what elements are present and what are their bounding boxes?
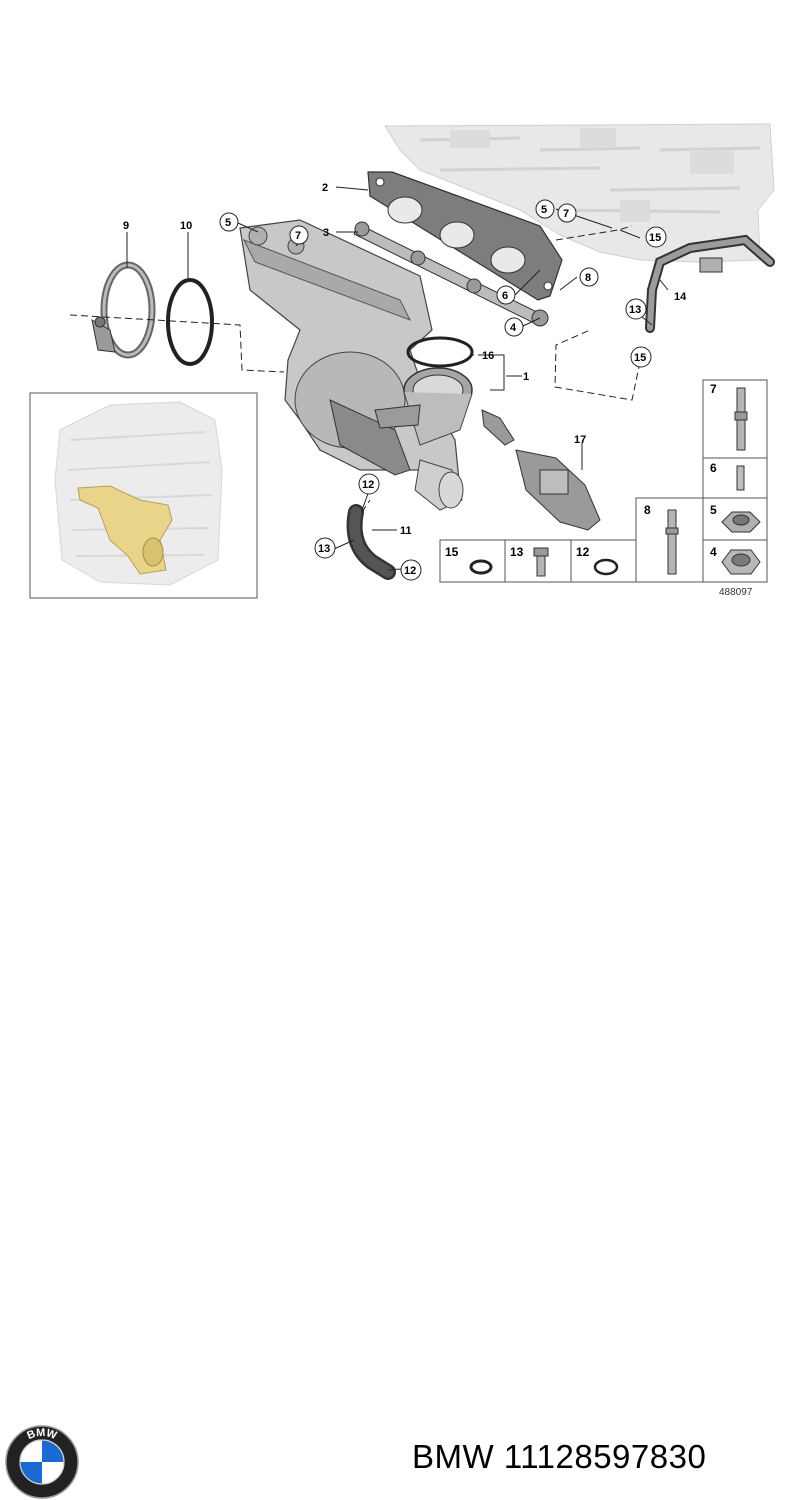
brand-name: BMW bbox=[412, 1438, 495, 1475]
callout-2: 2 bbox=[322, 182, 328, 194]
callout-7-left: 7 bbox=[295, 230, 301, 242]
legend-label-5: 5 bbox=[710, 503, 717, 517]
legend-part-7-stud bbox=[734, 387, 748, 451]
exhaust-gasket bbox=[367, 171, 563, 301]
legend-part-8-stud bbox=[665, 509, 679, 575]
legend-label-12: 12 bbox=[576, 545, 590, 559]
legend-label-7: 7 bbox=[710, 382, 717, 396]
parts-diagram: 2 3 9 10 16 1 14 17 11 5 7 5 7 8 6 4 15 … bbox=[29, 123, 775, 599]
callout-15-bottom: 15 bbox=[634, 352, 646, 364]
callout-8: 8 bbox=[585, 272, 591, 284]
callout-7-right: 7 bbox=[563, 208, 569, 220]
turbocharger-manifold bbox=[239, 219, 473, 511]
legend-label-8: 8 bbox=[644, 503, 651, 517]
v-band-clamp bbox=[91, 261, 156, 359]
callout-13-right: 13 bbox=[629, 304, 641, 316]
callout-5-left: 5 bbox=[225, 217, 231, 229]
legend-part-4-nut bbox=[721, 549, 761, 575]
diagram-reference-number: 488097 bbox=[719, 587, 753, 598]
legend-part-15-seal bbox=[469, 559, 493, 575]
legend-part-6-pin bbox=[736, 465, 745, 491]
legend-label-4: 4 bbox=[710, 545, 717, 559]
legend-label-13: 13 bbox=[510, 545, 524, 559]
callout-14: 14 bbox=[674, 291, 687, 303]
oil-pipe bbox=[645, 234, 775, 333]
callout-17: 17 bbox=[574, 434, 586, 446]
engine-block-ghost bbox=[384, 123, 775, 263]
legend-part-5-nut bbox=[721, 511, 761, 533]
part-number: 11128597830 bbox=[503, 1438, 707, 1475]
seal-ring bbox=[166, 278, 214, 366]
callout-4: 4 bbox=[510, 322, 517, 334]
callout-13-left: 13 bbox=[318, 543, 330, 555]
callout-15-top: 15 bbox=[649, 232, 661, 244]
callout-12-bottom: 12 bbox=[404, 565, 416, 577]
legend-part-12-ring bbox=[593, 558, 619, 576]
callout-12-top: 12 bbox=[362, 479, 374, 491]
o-ring-16 bbox=[406, 336, 474, 368]
bmw-logo: BMW bbox=[5, 1425, 79, 1499]
callout-11: 11 bbox=[400, 525, 412, 537]
callout-6: 6 bbox=[502, 290, 508, 302]
callout-9: 9 bbox=[123, 220, 129, 232]
parts-legend-table bbox=[439, 379, 768, 583]
legend-label-15: 15 bbox=[445, 545, 459, 559]
bracket bbox=[481, 409, 515, 446]
callout-1: 1 bbox=[523, 371, 529, 383]
location-inset bbox=[29, 392, 258, 599]
wastegate-actuator bbox=[515, 449, 601, 531]
callout-3: 3 bbox=[323, 227, 329, 239]
legend-part-13-bolt bbox=[533, 547, 549, 577]
assembly-guide-lines bbox=[69, 225, 641, 513]
callout-5-right: 5 bbox=[541, 204, 547, 216]
part-number-line: BMW 11128597830 bbox=[412, 1438, 706, 1476]
footer: BMW BMW 11128597830 bbox=[0, 700, 800, 1499]
legend-label-6: 6 bbox=[710, 461, 717, 475]
stud-bar bbox=[353, 221, 549, 327]
callout-16: 16 bbox=[482, 350, 494, 362]
callout-10: 10 bbox=[180, 220, 192, 232]
circled-callouts: 5 7 5 7 8 6 4 15 13 15 12 13 12 bbox=[219, 199, 667, 581]
